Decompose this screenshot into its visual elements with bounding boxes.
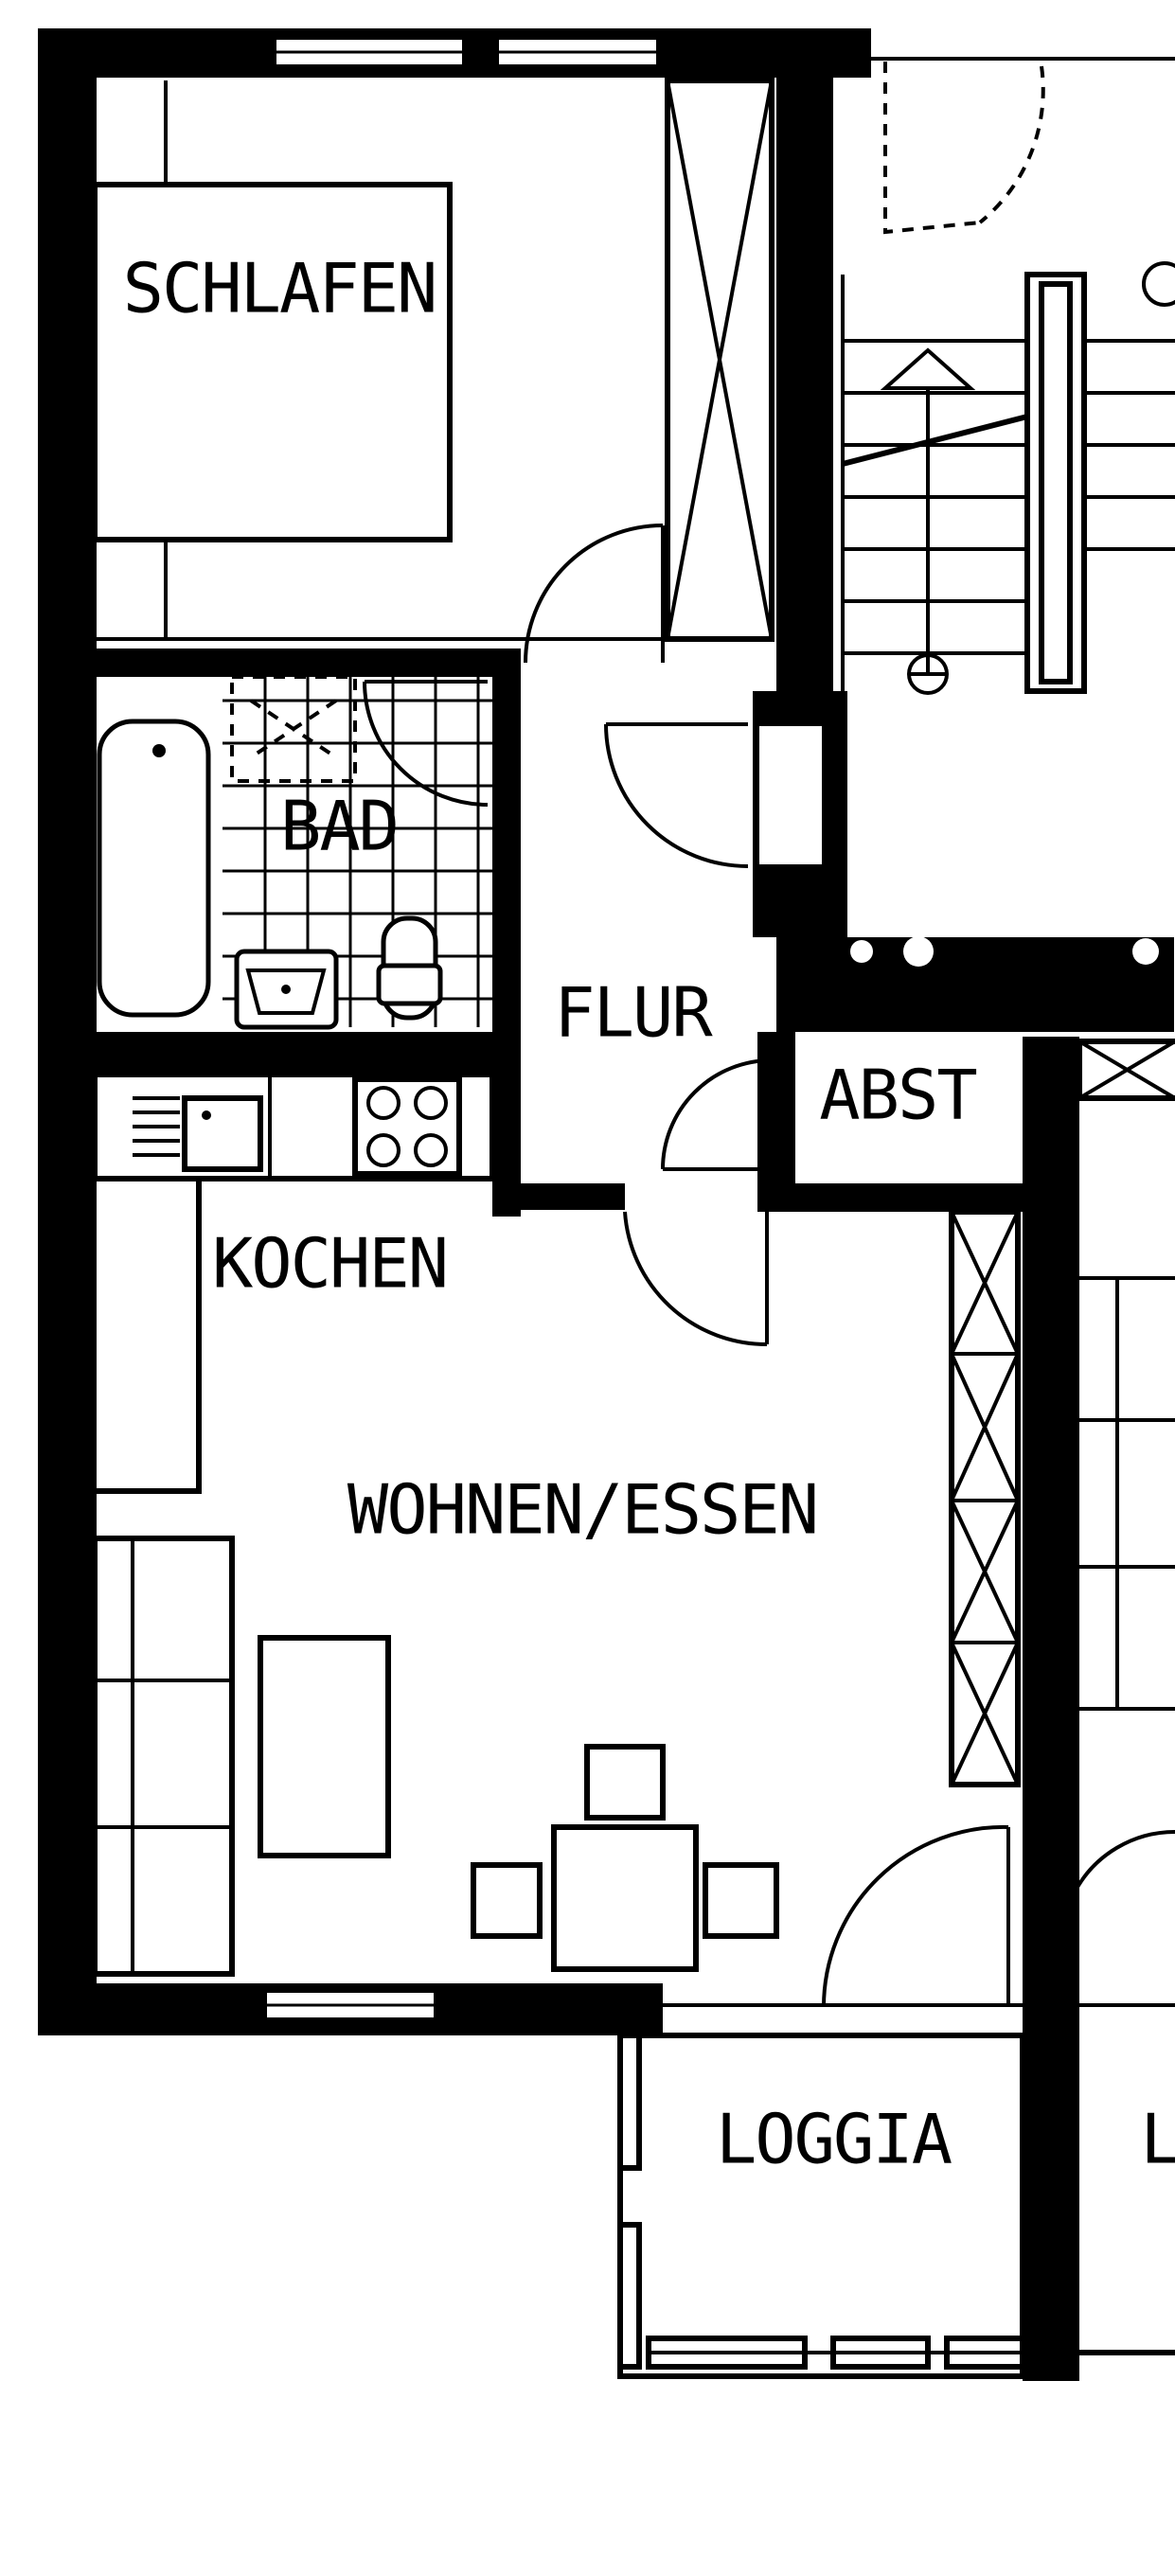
room-labels: SCHLAFEN BAD FLUR ABST KOCHEN WOHNEN/ESS… — [123, 249, 1175, 2179]
living-dining — [92, 1209, 1023, 2008]
hallway — [604, 722, 773, 1347]
label-schlafen: SCHLAFEN — [123, 249, 436, 329]
label-loggia: LOGGIA — [716, 2100, 952, 2179]
windows — [263, 36, 826, 2021]
label-kochen: KOCHEN — [212, 1224, 447, 1304]
label-wohnen-essen: WOHNEN/ESSEN — [347, 1470, 817, 1550]
neighbor-unit — [1059, 1039, 1175, 2355]
label-abst: ABST — [819, 1056, 976, 1135]
bedroom — [92, 78, 774, 664]
label-bad: BAD — [280, 787, 398, 866]
kitchen — [92, 1072, 495, 1494]
label-flur: FLUR — [554, 973, 713, 1053]
label-loggia-neighbor: L — [1140, 2100, 1175, 2179]
walls — [38, 28, 1174, 2381]
loggia — [617, 2033, 1025, 2379]
stairwell — [841, 57, 1175, 967]
bathroom — [97, 675, 492, 1030]
